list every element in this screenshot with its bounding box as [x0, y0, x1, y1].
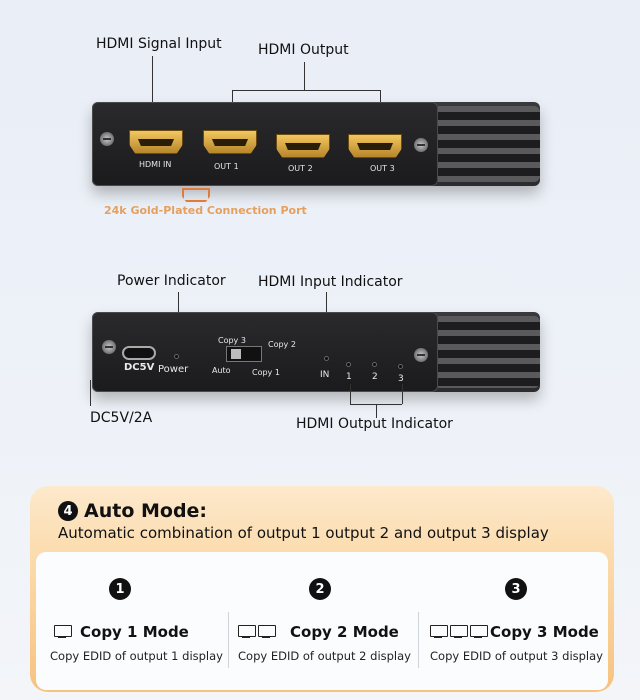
screw-icon	[102, 340, 116, 354]
input-led	[324, 356, 329, 361]
hdmi-input-indicator-label: HDMI Input Indicator	[258, 274, 403, 290]
auto-label: Auto	[212, 366, 231, 375]
screw-icon	[414, 138, 428, 152]
mode-divider	[418, 612, 419, 668]
mode2-description: Copy EDID of output 2 display	[238, 649, 411, 663]
power-indicator-label: Power Indicator	[117, 273, 226, 289]
power-led	[174, 354, 179, 359]
screw-icon	[100, 132, 114, 146]
mode2-title: Copy 2 Mode	[238, 623, 399, 641]
hdmi-port-icon	[182, 188, 210, 202]
monitor-icon	[470, 625, 488, 639]
hdmi-in-label: HDMI IN	[139, 160, 172, 169]
led3-label: 3	[398, 374, 404, 384]
copy3-label: Copy 3	[218, 336, 246, 345]
screw-icon	[414, 348, 428, 362]
hdmi-out1-port	[203, 130, 257, 154]
auto-mode-number: 4	[58, 501, 78, 521]
hdmi-output-indicator-label: HDMI Output Indicator	[296, 416, 453, 432]
splitter-rear-device	[92, 312, 540, 392]
led2-label: 2	[372, 372, 378, 382]
mode1-description: Copy EDID of output 1 display	[50, 649, 223, 663]
dc5v-label: DC5V	[124, 362, 155, 373]
mode1-title-text: Copy 1 Mode	[80, 623, 189, 641]
mode-switch[interactable]	[226, 346, 262, 362]
out1-label: OUT 1	[214, 162, 239, 171]
in-led-label: IN	[320, 370, 330, 380]
hdmi-signal-input-label: HDMI Signal Input	[96, 36, 222, 52]
mode3-description: Copy EDID of output 3 display	[430, 649, 603, 663]
mode3-title: Copy 3 Mode	[430, 623, 599, 641]
monitor-icon	[54, 625, 72, 639]
output-indicator-stem	[376, 404, 377, 418]
heat-sink-fins	[438, 316, 540, 388]
modes-card	[36, 552, 608, 690]
auto-mode-title: 4 Auto Mode:	[58, 500, 207, 522]
output-indicator-left	[350, 384, 351, 404]
mode3-title-text: Copy 3 Mode	[490, 623, 599, 641]
auto-mode-description: Automatic combination of output 1 output…	[58, 524, 549, 542]
mode2-number: 2	[309, 578, 331, 600]
out3-label: OUT 3	[370, 164, 395, 173]
monitor-icon	[430, 625, 448, 639]
auto-mode-title-text: Auto Mode:	[84, 500, 208, 522]
led1-label: 1	[346, 372, 352, 382]
monitor-icon	[238, 625, 256, 639]
copy1-label: Copy 1	[252, 368, 280, 377]
heat-sink-fins	[438, 106, 540, 182]
hdmi-out2-port	[276, 134, 330, 158]
monitor-icon	[258, 625, 276, 639]
power-label: Power	[158, 364, 189, 375]
output-leader-bar	[232, 90, 380, 91]
mode1-title: Copy 1 Mode	[54, 623, 189, 641]
hdmi-in-port	[129, 130, 183, 154]
usb-c-power-port	[122, 346, 156, 360]
power-spec-leader	[90, 380, 91, 406]
power-spec-label: DC5V/2A	[90, 410, 153, 426]
gold-plated-label: 24k Gold-Plated Connection Port	[104, 204, 307, 217]
copy2-label: Copy 2	[268, 340, 296, 349]
signal-input-leader	[152, 56, 153, 130]
output3-led	[398, 364, 403, 369]
output-indicator-right	[402, 384, 403, 404]
hdmi-output-label: HDMI Output	[258, 42, 349, 58]
hdmi-out3-port	[348, 134, 402, 158]
output2-led	[372, 362, 377, 367]
output1-led	[346, 362, 351, 367]
mode1-number: 1	[109, 578, 131, 600]
mode2-title-text: Copy 2 Mode	[290, 623, 399, 641]
monitor-icon	[450, 625, 468, 639]
mode3-number: 3	[505, 578, 527, 600]
mode-divider	[228, 612, 229, 668]
output-leader-stem	[304, 62, 305, 90]
out2-label: OUT 2	[288, 164, 313, 173]
